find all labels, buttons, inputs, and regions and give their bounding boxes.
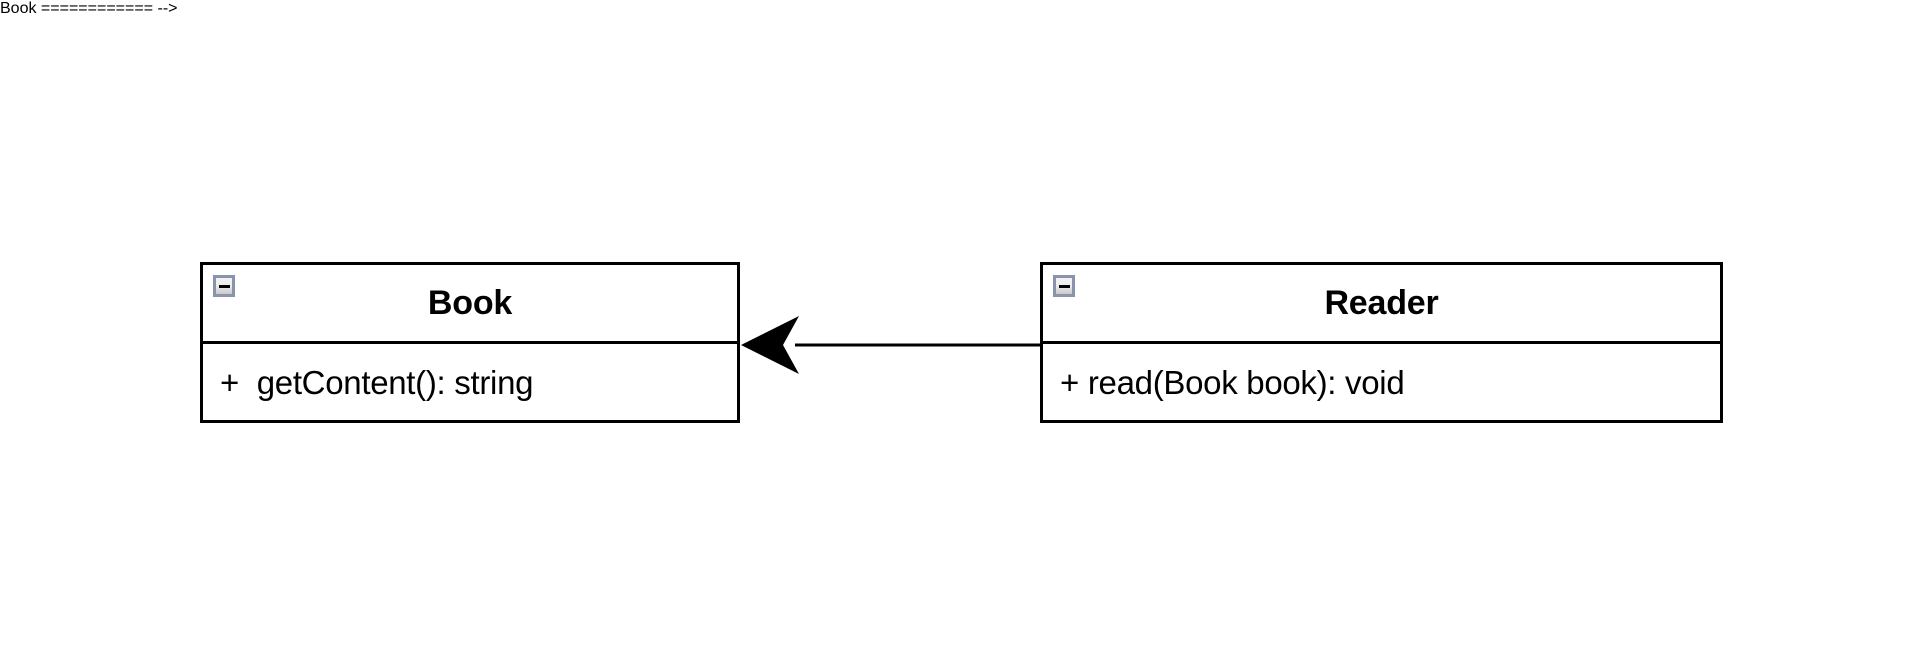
class-members-book: + getContent(): string: [203, 344, 737, 420]
class-header-book: Book: [203, 265, 737, 344]
minus-icon[interactable]: [1053, 275, 1075, 297]
relationship-reader-uses-book[interactable]: [741, 316, 1040, 374]
minus-icon[interactable]: [213, 275, 235, 297]
class-member: + read(Book book): void: [1060, 363, 1405, 401]
uml-class-reader[interactable]: Reader + read(Book book): void: [1040, 262, 1723, 423]
minus-bar: [1058, 284, 1070, 288]
class-header-reader: Reader: [1043, 265, 1720, 344]
class-member: + getContent(): string: [220, 363, 534, 401]
class-name-reader: Reader: [1324, 284, 1439, 322]
class-name-book: Book: [427, 284, 513, 322]
arrowhead-icon: [741, 316, 799, 374]
uml-class-book[interactable]: Book + getContent(): string: [200, 262, 740, 423]
class-members-reader: + read(Book book): void: [1043, 344, 1720, 420]
minus-bar: [218, 284, 230, 288]
